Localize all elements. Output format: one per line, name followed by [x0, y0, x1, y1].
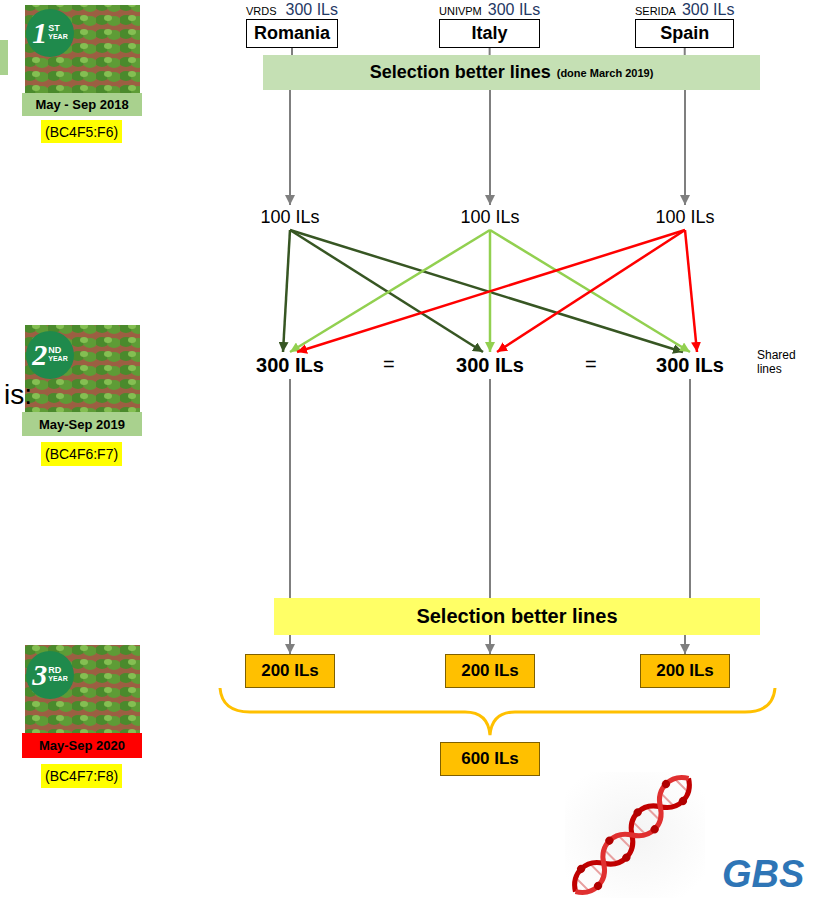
- country-box: VRDS 300 ILsRomania: [246, 1, 338, 48]
- brace: [220, 688, 775, 735]
- node-text: 100 ILs: [254, 207, 326, 228]
- dna-helix: [564, 767, 700, 902]
- line-box: 600 ILs: [440, 742, 540, 776]
- line-box: 200 ILs: [245, 654, 335, 688]
- node-text: 100 ILs: [649, 207, 721, 228]
- connector: [684, 635, 686, 654]
- node-text: 3: [32, 660, 47, 690]
- node-text: YEAR: [48, 355, 67, 363]
- node-text: (done March 2019): [557, 67, 654, 79]
- node-text: 2: [32, 340, 47, 370]
- line-box: 200 ILs: [445, 654, 535, 688]
- node-text: 600 ILs: [461, 749, 519, 769]
- node-text: Selection better lines: [370, 62, 551, 83]
- generation-box: (BC4F5:F6): [41, 120, 122, 143]
- generation-box: (BC4F7:F8): [41, 764, 122, 788]
- connector: [489, 90, 491, 205]
- line-count: 100 ILs: [250, 205, 330, 230]
- connector: [291, 48, 293, 55]
- node-text: 200 ILs: [261, 661, 319, 681]
- node-text: 300 ILs: [654, 354, 726, 377]
- dna-strand: [567, 770, 697, 900]
- node-text: RD: [48, 666, 67, 675]
- year-badge: 1STYEAR: [26, 9, 74, 57]
- connector: [685, 230, 697, 352]
- node-text: May - Sep 2018: [35, 97, 128, 112]
- selection-band: Selection better lines: [274, 598, 760, 635]
- dna-beads: [575, 778, 688, 891]
- node-text: 100 ILs: [454, 207, 526, 228]
- node-text: YEAR: [48, 33, 67, 41]
- node-text: Spain: [635, 19, 734, 48]
- connector: [489, 635, 491, 654]
- connector: [283, 230, 290, 352]
- connector: [489, 379, 491, 598]
- year-badge: 2NDYEAR: [26, 331, 74, 379]
- equals-sign: =: [585, 352, 597, 376]
- node-text: (BC4F6:F7): [45, 446, 118, 462]
- node-text: VRDS: [246, 4, 277, 18]
- connector: [689, 379, 691, 598]
- node-text: 1: [32, 18, 47, 48]
- node-text: YEAR: [48, 675, 67, 683]
- node-text: Selection better lines: [416, 605, 617, 628]
- country-box: SERIDA 300 ILsSpain: [635, 1, 734, 48]
- connector: [490, 230, 690, 352]
- method-label: GBS: [722, 852, 804, 898]
- node-text: 300 ILs: [254, 354, 326, 377]
- edge-bar: [0, 40, 8, 75]
- connector: [497, 230, 685, 352]
- node-text: SERIDA: [635, 4, 676, 18]
- field-photo: [25, 5, 140, 95]
- equals-sign: =: [383, 352, 395, 376]
- node-text: Romania: [246, 19, 338, 48]
- date-box: May-Sep 2020: [22, 733, 142, 758]
- connector: [684, 90, 686, 205]
- country-box: UNIVPM 300 ILsItaly: [439, 1, 540, 48]
- connector: [289, 379, 291, 598]
- node-text: 300 ILs: [454, 354, 526, 377]
- connector: [289, 635, 291, 654]
- selection-band: Selection better lines (done March 2019): [263, 55, 760, 90]
- dna-picture: [564, 767, 705, 902]
- connector: [297, 230, 685, 352]
- year-badge: 3RDYEAR: [26, 651, 74, 699]
- generation-box: (BC4F6:F7): [41, 442, 122, 466]
- dna-strand: [567, 770, 697, 900]
- node-text: ND: [48, 346, 67, 355]
- node-text: 300 ILs: [488, 1, 540, 19]
- node-text: (BC4F5:F6): [45, 124, 118, 140]
- slide-text: is:: [4, 378, 32, 412]
- connector: [289, 90, 291, 205]
- node-text: (BC4F7:F8): [45, 768, 118, 784]
- line-count: 300 ILs: [450, 352, 530, 379]
- line-count: 100 ILs: [645, 205, 725, 230]
- node-text: 300 ILs: [286, 1, 338, 19]
- node-text: 200 ILs: [461, 661, 519, 681]
- note-text: Shared lines: [757, 349, 801, 377]
- date-box: May-Sep 2019: [22, 412, 142, 436]
- line-count: 100 ILs: [450, 205, 530, 230]
- connector: [290, 230, 490, 352]
- node-text: 200 ILs: [656, 661, 714, 681]
- node-text: ST: [48, 24, 67, 33]
- connector: [684, 48, 686, 55]
- field-photo: [25, 325, 140, 415]
- date-box: May - Sep 2018: [22, 93, 142, 116]
- line-count: 300 ILs: [650, 352, 730, 379]
- connector: [489, 48, 491, 55]
- line-count: 300 ILs: [250, 352, 330, 379]
- node-text: UNIVPM: [439, 4, 482, 18]
- node-text: May-Sep 2020: [39, 738, 125, 753]
- field-photo: [25, 645, 140, 735]
- node-text: Italy: [439, 19, 540, 48]
- node-text: May-Sep 2019: [39, 417, 125, 432]
- node-text: 300 ILs: [682, 1, 734, 19]
- line-box: 200 ILs: [640, 654, 730, 688]
